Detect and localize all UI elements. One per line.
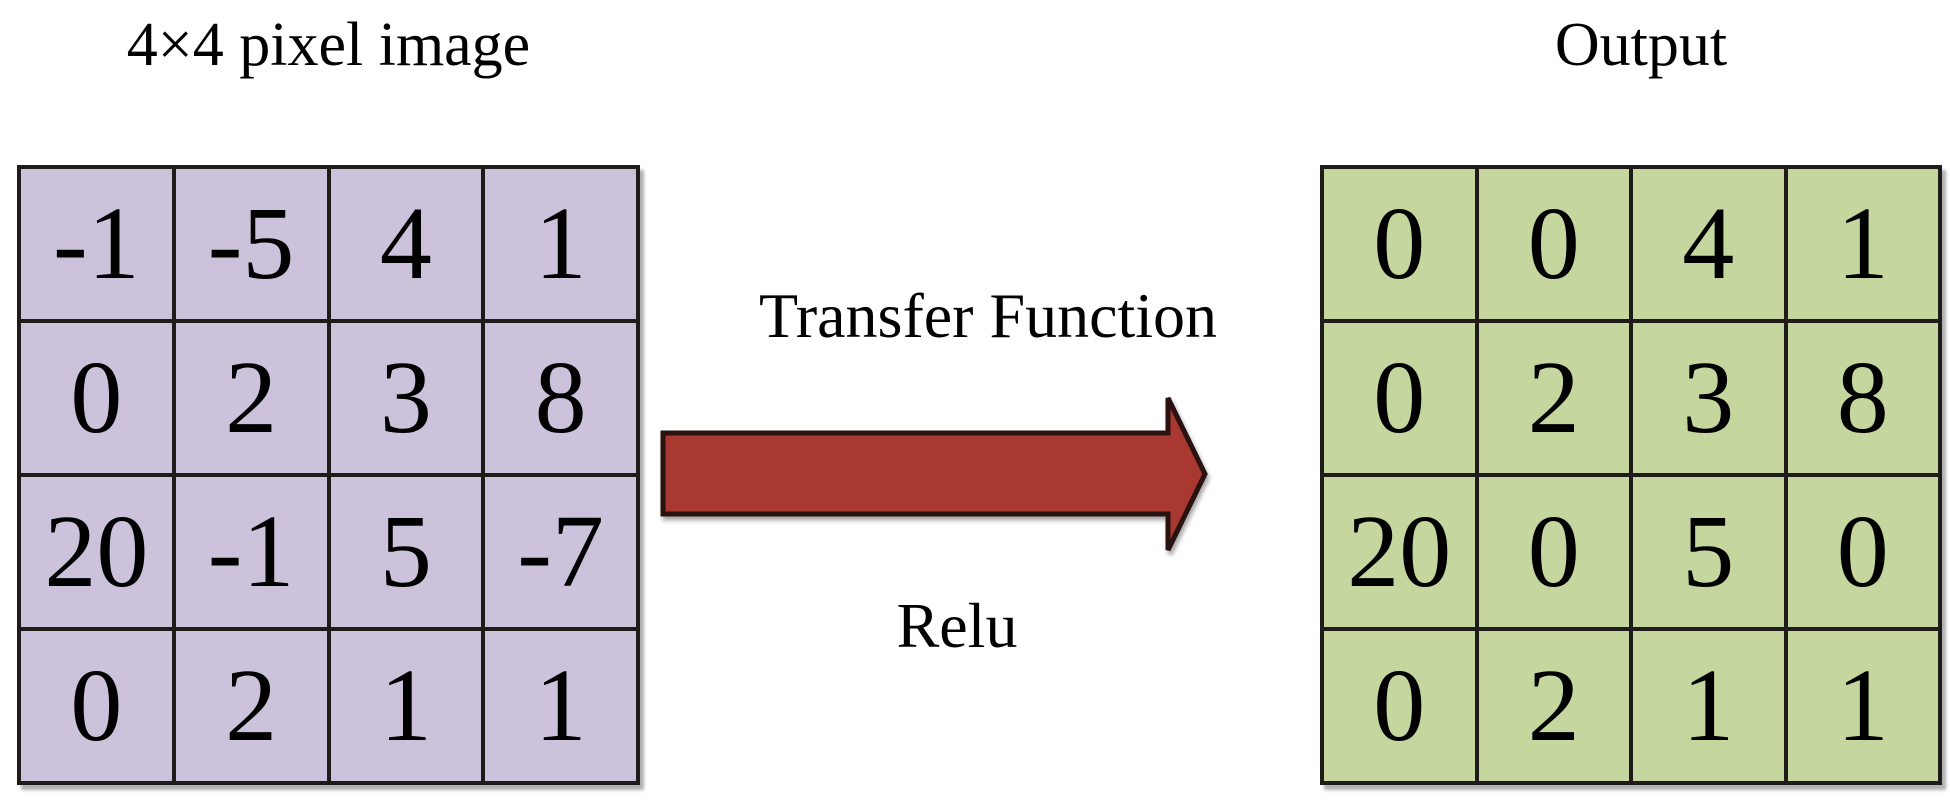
input-cell-r3c3: 1 — [483, 629, 638, 783]
input-cell-r2c3: -7 — [483, 475, 638, 629]
output-cell-r1c2: 3 — [1631, 321, 1786, 475]
output-cell-r2c3: 0 — [1785, 475, 1940, 629]
input-cell-r1c0: 0 — [19, 321, 174, 475]
output-cell-r0c3: 1 — [1785, 167, 1940, 321]
output-cell-r0c0: 0 — [1322, 167, 1477, 321]
output-cell-r3c1: 2 — [1476, 629, 1631, 783]
output-cell-r0c1: 0 — [1476, 167, 1631, 321]
input-cell-r0c2: 4 — [328, 167, 484, 321]
input-cell-r1c1: 2 — [173, 321, 329, 475]
output-cell-r2c1: 0 — [1476, 475, 1631, 629]
right-arrow-shape — [660, 396, 1208, 552]
output-cell-r2c0: 20 — [1322, 475, 1477, 629]
output-grid-title: Output — [1554, 11, 1728, 79]
input-cell-r0c3: 1 — [483, 167, 638, 321]
input-cell-r3c0: 0 — [19, 629, 174, 783]
input-cell-r3c1: 2 — [173, 629, 329, 783]
output-cell-r1c0: 0 — [1322, 321, 1477, 475]
relu-label: Relu — [896, 590, 1018, 661]
output-cell-r3c2: 1 — [1631, 629, 1786, 783]
input-cell-r2c1: -1 — [173, 475, 329, 629]
input-cell-r2c2: 5 — [328, 475, 484, 629]
input-cell-r1c3: 8 — [483, 321, 638, 475]
output-cell-r1c3: 8 — [1785, 321, 1940, 475]
output-cell-r0c2: 4 — [1631, 167, 1786, 321]
transfer-function-label: Transfer Function — [758, 280, 1218, 351]
output-cell-r3c0: 0 — [1322, 629, 1477, 783]
input-cell-r2c0: 20 — [19, 475, 174, 629]
input-grid-title: 4×4 pixel image — [126, 11, 531, 79]
output-cell-r3c3: 1 — [1785, 629, 1940, 783]
input-cell-r0c1: -5 — [173, 167, 329, 321]
output-cell-r1c1: 2 — [1476, 321, 1631, 475]
output-cell-r2c2: 5 — [1631, 475, 1786, 629]
input-cell-r3c2: 1 — [328, 629, 484, 783]
input-cell-r1c2: 3 — [328, 321, 484, 475]
input-cell-r0c0: -1 — [19, 167, 174, 321]
right-arrow-icon — [660, 396, 1208, 552]
